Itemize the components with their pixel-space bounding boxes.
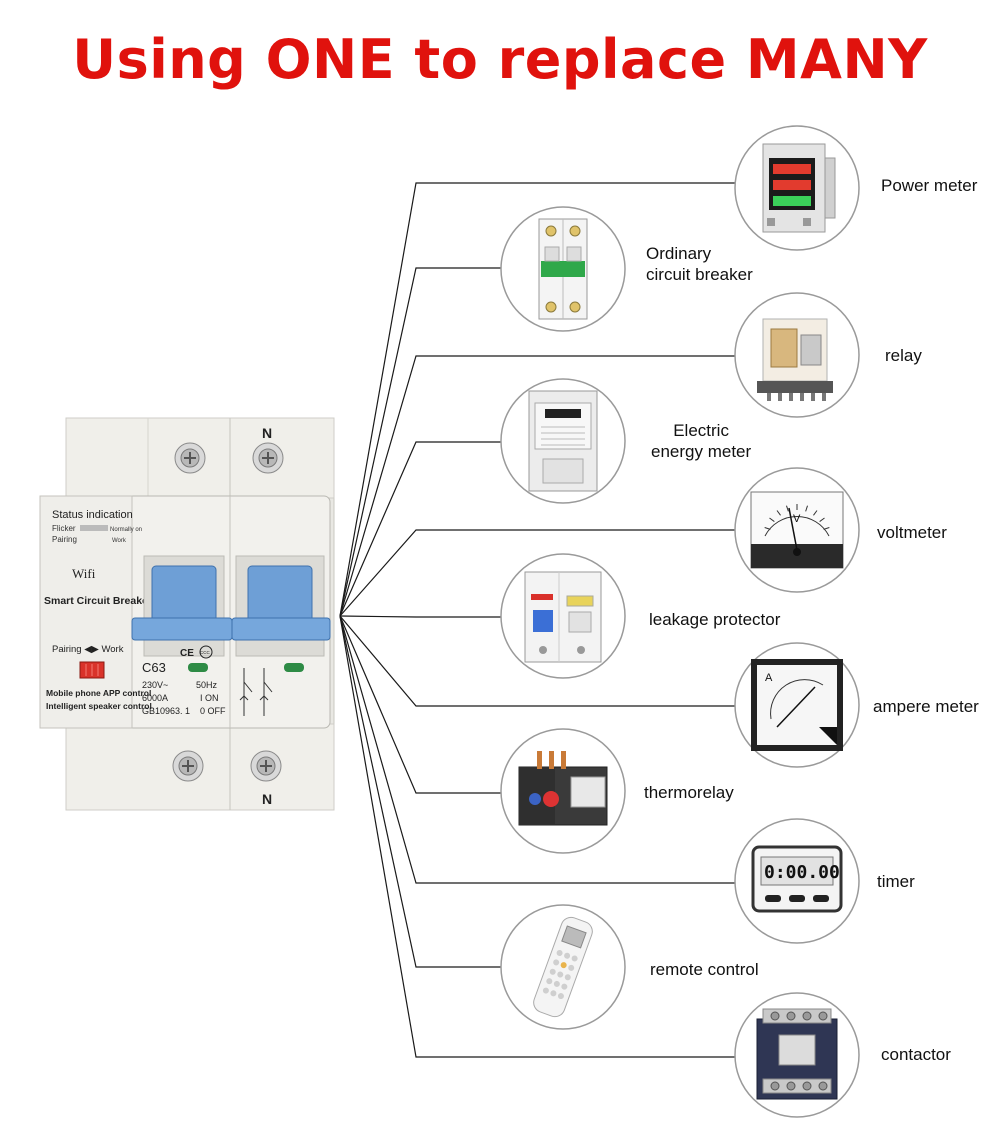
timer-device: 0:00.00 (734, 818, 860, 944)
connector-ordinary-circuit-breaker (339, 267, 501, 617)
label-contactor: contactor (881, 1044, 951, 1065)
app-control-label: Mobile phone APP control (46, 688, 151, 698)
terminal-screw-top-right (252, 442, 284, 474)
label-line: energy meter (651, 442, 752, 461)
label-remote-control: remote control (650, 959, 759, 980)
electric-energy-meter-device (500, 378, 626, 504)
connector-ampere-meter (339, 615, 735, 707)
ampere-meter-icon: A (751, 659, 843, 751)
wifi-label: Wifi (72, 566, 96, 581)
indicator-window-left (188, 663, 208, 672)
connector-thermorelay (339, 615, 501, 794)
power-meter-device (734, 125, 860, 251)
label-line: relay (885, 346, 922, 365)
flicker-label: Flicker (52, 524, 76, 533)
thermorelay-icon (518, 751, 608, 826)
voltage-label: 230V~ (142, 680, 168, 690)
connector-lines (339, 182, 735, 1058)
power-meter-icon (762, 143, 836, 233)
label-line: voltmeter (877, 523, 947, 542)
normally-on-label: Normally on (110, 527, 142, 533)
connector-contactor (339, 615, 735, 1058)
connector-timer (339, 615, 735, 884)
headline: Using ONE to replace MANY (72, 28, 928, 91)
ce-mark: CE (180, 648, 194, 659)
connector-remote-control (339, 615, 501, 968)
connector-voltmeter (339, 529, 735, 617)
label-line: Ordinary (646, 244, 712, 263)
indicator-window-right (284, 663, 304, 672)
label-line: thermorelay (644, 783, 734, 802)
circuit-breaker-icon (538, 218, 588, 320)
remote-control-device (500, 904, 626, 1030)
circuit-symbol-icon (239, 668, 273, 716)
contactor-device (734, 992, 860, 1118)
label-line: Power meter (881, 176, 978, 195)
leakage-protector-icon (524, 571, 602, 663)
voltmeter-icon: V (750, 491, 844, 569)
terminal-label-bottom: N (262, 791, 272, 807)
device-list: V A 0:00.00 (500, 125, 860, 1118)
capacity-label: 6000A (142, 693, 168, 703)
connector-leakage-protector (339, 615, 501, 618)
leakage-protector-device (500, 553, 626, 679)
speaker-control-label: Intelligent speaker control (46, 701, 152, 711)
ampere-meter-device: A (734, 642, 860, 768)
label-line: ampere meter (873, 697, 979, 716)
off-label: 0 OFF (200, 706, 226, 716)
rating-label: C63 (142, 660, 166, 675)
label-line: contactor (881, 1045, 951, 1064)
svg-text:V: V (793, 513, 801, 525)
label-relay: relay (885, 345, 922, 366)
label-leakage-protector: leakage protector (649, 609, 780, 630)
timer-icon: 0:00.00 (751, 845, 843, 913)
label-ordinary-circuit-breaker: Ordinary circuit breaker (646, 243, 753, 285)
label-line: remote control (650, 960, 759, 979)
standard-label: GB10963. 1 (142, 706, 190, 716)
label-timer: timer (877, 871, 915, 892)
remote-control-icon (533, 916, 593, 1018)
relay-device (734, 292, 860, 418)
energy-meter-icon (528, 390, 598, 492)
voltmeter-device: V (734, 467, 860, 593)
frequency-label: 50Hz (196, 680, 218, 690)
breaker-handle-right[interactable] (231, 565, 331, 641)
breaker-handle-left[interactable] (131, 565, 233, 641)
ccc-mark: CCC (200, 650, 210, 655)
label-line: leakage protector (649, 610, 781, 629)
label-line: circuit breaker (646, 265, 753, 284)
label-power-meter: Power meter (881, 175, 977, 196)
label-electric-energy-meter: Electric energy meter (651, 420, 751, 462)
svg-text:A: A (765, 672, 773, 684)
terminal-screw-top-left (174, 442, 206, 474)
label-line: timer (877, 872, 915, 891)
relay-icon (757, 318, 833, 401)
connector-power-meter (339, 182, 735, 617)
connector-relay (339, 355, 735, 617)
work-status-label: Work (112, 538, 127, 544)
ordinary-circuit-breaker-device (500, 206, 626, 332)
thermorelay-device (500, 728, 626, 854)
contactor-icon (756, 1008, 838, 1100)
label-ampere-meter: ampere meter (873, 696, 979, 717)
svg-text:0:00.00: 0:00.00 (764, 862, 840, 883)
smart-circuit-breaker: N N Status indication Flicker Normally o… (39, 417, 335, 811)
label-line: Electric (673, 421, 729, 440)
terminal-screw-bottom-left (172, 750, 204, 782)
label-thermorelay: thermorelay (644, 782, 734, 803)
pairing-work-label: Pairing ◀▶ Work (52, 644, 124, 655)
status-indication-label: Status indication (52, 509, 133, 521)
on-label: I ON (200, 693, 219, 703)
label-voltmeter: voltmeter (877, 522, 947, 543)
pairing-status-label: Pairing (52, 535, 77, 544)
terminal-screw-bottom-right (250, 750, 282, 782)
connector-electric-energy-meter (339, 441, 501, 617)
product-name-label: Smart Circuit Breaker (44, 595, 152, 607)
terminal-label-top: N (262, 425, 272, 441)
